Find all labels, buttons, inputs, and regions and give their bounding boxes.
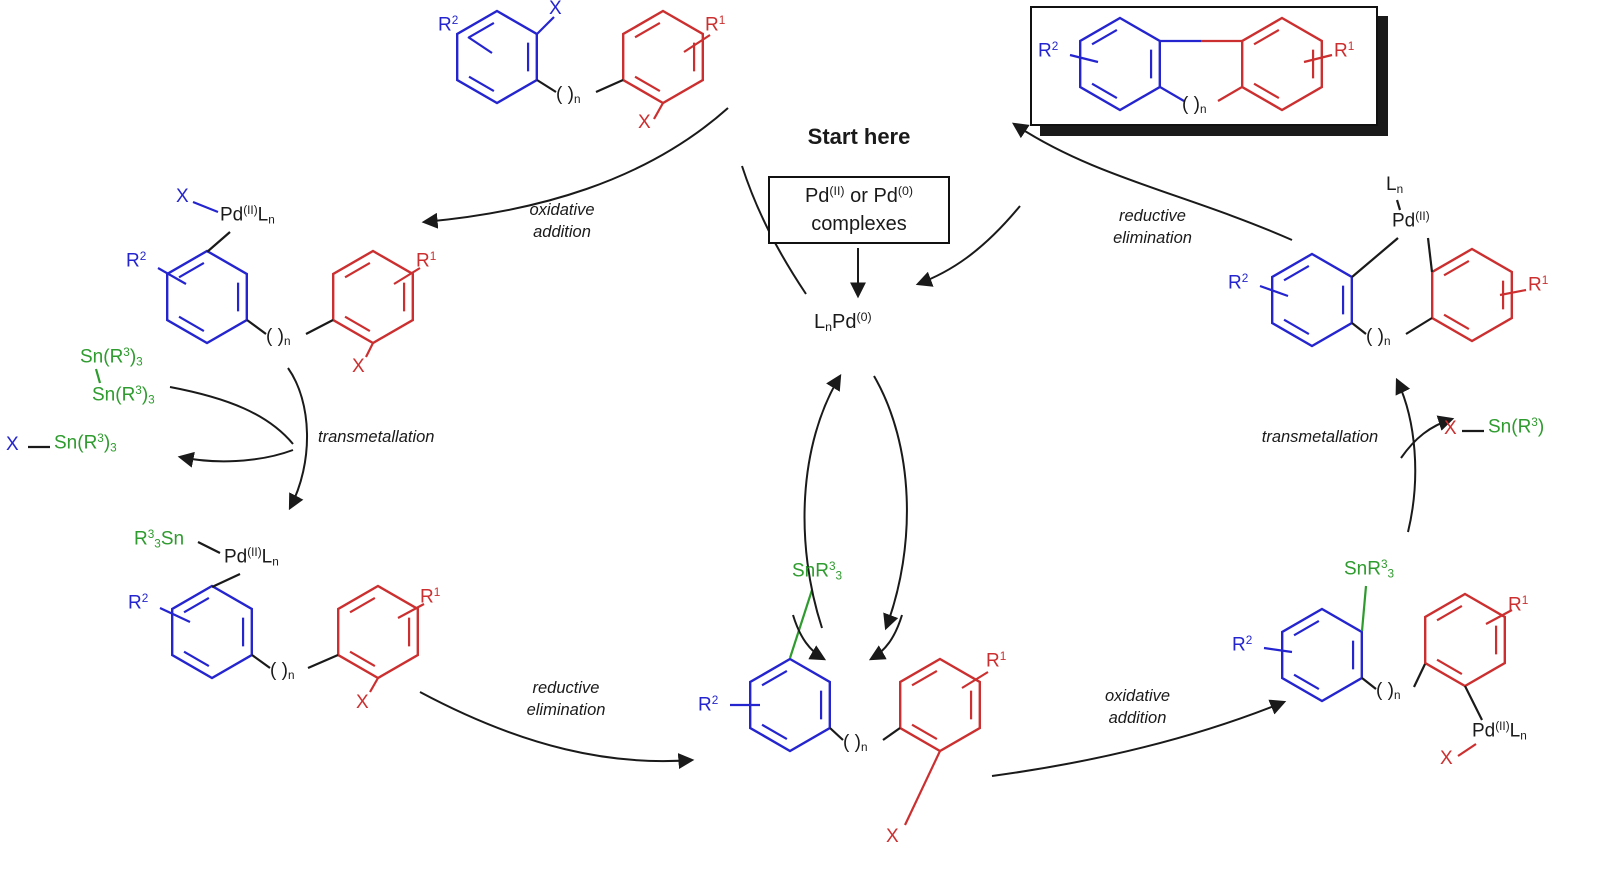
stannane-pd-blue-ring [1281,607,1363,703]
int1-r1-label: R1 [416,250,437,272]
arrow-pd0-return-left-cycle [803,373,842,629]
int2-r1-label: R1 [420,586,441,608]
product-r2-label: R2 [1038,40,1059,62]
pd-complexes-box: Pd(II) or Pd(0) complexes [768,176,950,244]
product-r1-label: R1 [1334,40,1355,62]
int2-x-label: X [356,692,369,713]
step-oxidative-addition-right: oxidative addition [1055,686,1220,730]
int2-pd-label: Pd(II)Ln [224,546,279,569]
product-chain-label: ( )n [1182,94,1207,116]
byproduct-right-sn-label: Sn(R3) [1488,416,1545,438]
starting-material-red-ring [622,9,704,105]
arrow-reductive-elimination-right [1012,122,1293,241]
arrow-substrate-hook-left [792,614,827,661]
byproduct-right-x-label: X [1444,418,1457,439]
int1-x-red-label: X [352,356,365,377]
sm-x-red-label: X [638,112,651,133]
step-line: reductive [1119,207,1186,225]
int5-pd-label: Pd(II) [1392,210,1430,232]
sm-chain-label: ( )n [556,84,581,106]
step-oxidative-addition-left: oxidative addition [482,200,642,244]
step-reductive-elimination-right: reductive elimination [1070,206,1235,250]
arylpd-x-blue-ring [166,249,248,345]
step-line: elimination [526,700,606,719]
starting-material-blue-ring [456,9,538,105]
arylpd-x-red-ring [332,249,414,345]
sm-r2-label: R2 [438,14,459,36]
int4-pd-label: Pd(II)Ln [1472,720,1527,743]
arrow-substrate-hook-right [868,614,903,661]
step-line: oxidative [1104,687,1171,705]
step-transmetallation-left: transmetallation [318,428,435,446]
int3-r1-label: R1 [986,650,1007,672]
step-line: addition [533,222,591,241]
arrow-pd0-return-right-cycle [915,205,1021,287]
int4-sn-label: SnR33 [1344,558,1395,581]
arylpd-sn-blue-ring [171,584,253,680]
int1-chain-label: ( )n [266,326,291,348]
arrow-oxidative-addition-right [991,699,1287,777]
product-blue-ring [1079,16,1161,112]
int1-x-label: X [176,186,189,207]
int3-x-label: X [886,826,899,847]
int3-chain-label: ( )n [843,732,868,754]
int2-r2-label: R2 [128,592,149,614]
int2-chain-label: ( )n [270,660,295,682]
reaction-arrows [169,107,1455,777]
int3-sn-label: SnR33 [792,560,843,583]
int1-r2-label: R2 [126,250,147,272]
stannane-red-ring [899,657,981,753]
stannane-pd-red-ring [1424,592,1506,688]
product-box [1030,6,1378,126]
step-line: reductive [532,679,600,697]
int4-chain-label: ( )n [1376,680,1401,702]
step-reductive-elimination-left: reductive elimination [486,678,646,722]
lnpd0-label: LnPd(0) [814,310,872,334]
sm-x-blue-label: X [549,0,562,19]
step-line: oxidative [529,201,595,219]
product-red-ring [1241,16,1323,112]
int4-r1-label: R1 [1508,594,1529,616]
pd-complexes-line2: complexes [811,213,907,235]
distannane-sn1-label: Sn(R3)3 [80,346,143,369]
int1-pd-label: Pd(II)Ln [220,204,275,227]
palladacycle-red-ring [1431,247,1513,343]
int5-r1-label: R1 [1528,274,1549,296]
int2-sn-label: R33Sn [134,528,185,551]
pd-complexes-line1: Pd(II) or Pd(0) [804,184,914,207]
arrow-stannylhalide-out-left [177,449,294,468]
int5-ln-label: Ln [1386,174,1404,196]
int5-r2-label: R2 [1228,272,1249,294]
arrow-oxidative-addition-left [421,107,729,229]
arrow-distannane-in [169,386,294,445]
int4-r2-label: R2 [1232,634,1253,656]
arrow-stannylhalide-out-right [1400,415,1455,459]
step-line: elimination [1113,228,1192,247]
int3-r2-label: R2 [698,694,719,716]
palladacycle-blue-ring [1271,252,1353,348]
start-here-label: Start here [807,124,911,149]
arrow-transmetallation-right [1395,377,1417,533]
step-line: addition [1108,708,1167,727]
arrow-pd0-enter-right-cycle [873,375,908,631]
sm-r1-label: R1 [705,14,726,36]
int5-chain-label: ( )n [1366,326,1391,348]
step-transmetallation-right: transmetallation [1261,428,1379,446]
byproduct-left-sn-label: Sn(R3)3 [54,432,117,455]
stannane-blue-ring [749,657,831,753]
int4-x-label: X [1440,748,1453,769]
bond-lines [28,16,1527,826]
arrow-transmetallation-left [287,367,309,511]
arrow-reductive-elimination-left [419,691,695,769]
arylpd-sn-red-ring [337,584,419,680]
distannane-sn2-label: Sn(R3)3 [92,384,155,407]
byproduct-left-x-label: X [6,434,19,455]
